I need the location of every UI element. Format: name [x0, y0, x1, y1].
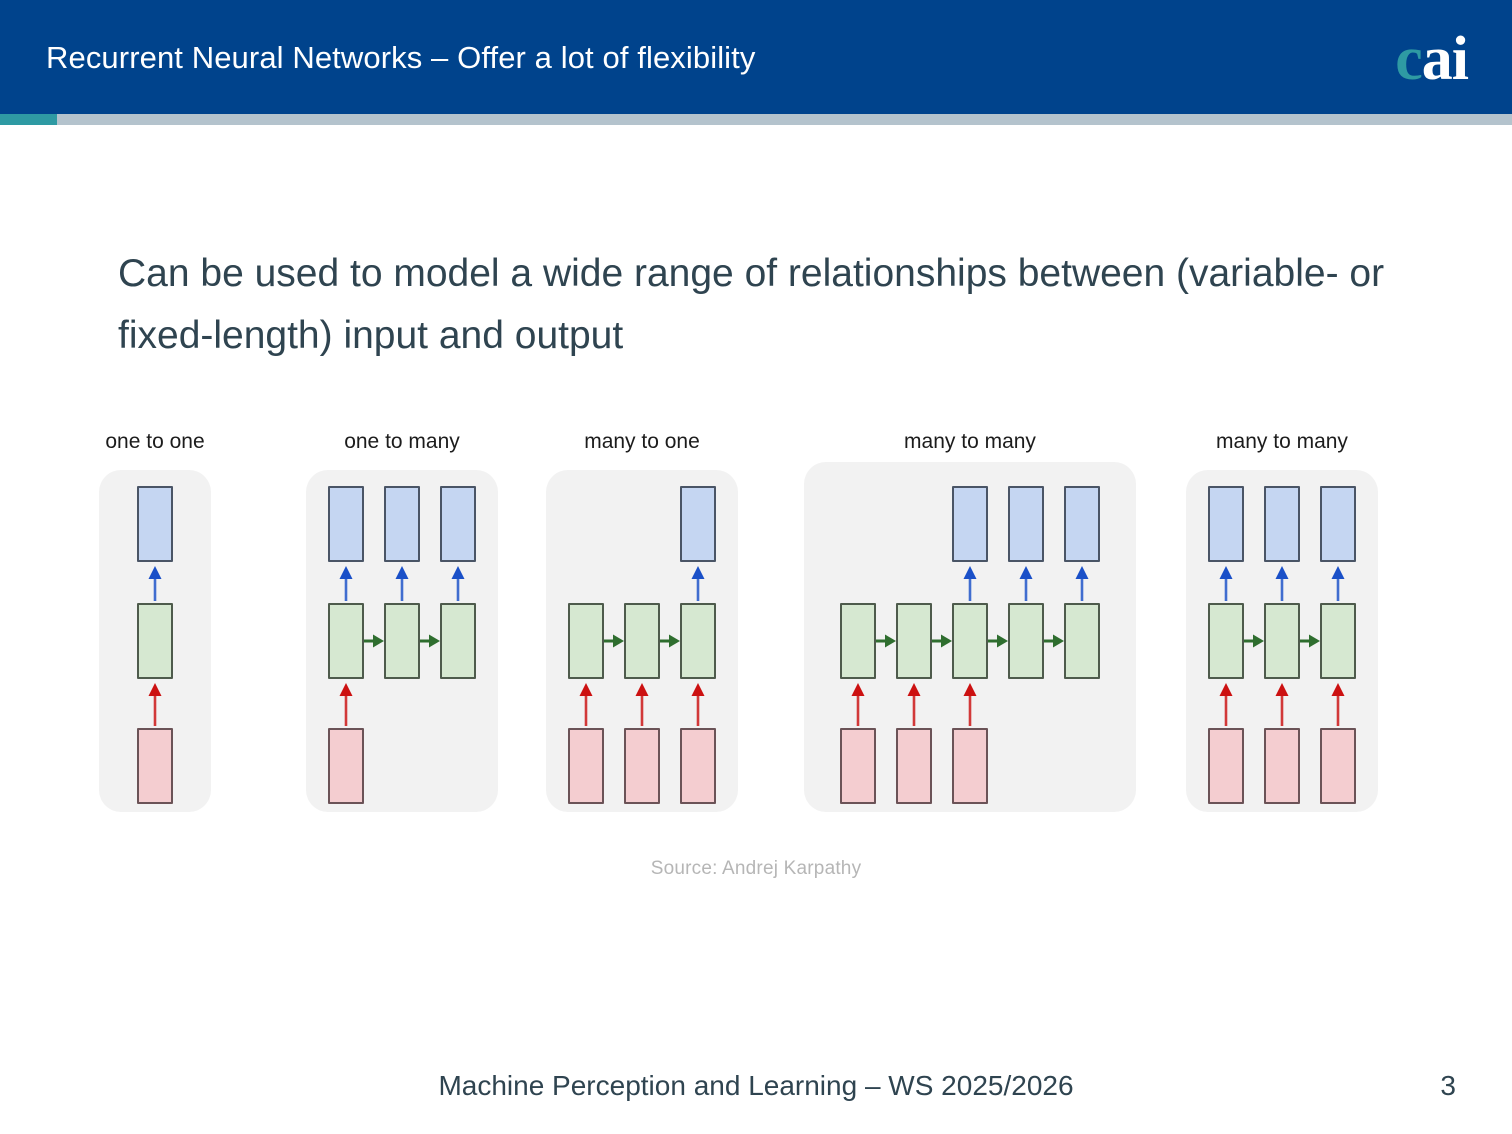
- logo-letter-c: c: [1395, 25, 1423, 93]
- hidden-cell: [896, 603, 932, 679]
- hidden-cell: [840, 603, 876, 679]
- panel-label: many to many: [904, 430, 1036, 453]
- output-cell: [440, 486, 476, 562]
- architecture-panel: many to many: [1186, 415, 1378, 835]
- output-arrow: [1019, 566, 1033, 601]
- input-cell: [624, 728, 660, 804]
- recurrent-arrow: [1244, 634, 1264, 648]
- input-cell: [1320, 728, 1356, 804]
- arrow-layer: [148, 566, 162, 726]
- hidden-cell: [952, 603, 988, 679]
- accent-bar-teal-segment: [0, 114, 57, 125]
- panel-label: one to many: [344, 430, 460, 453]
- input-arrow: [579, 683, 593, 726]
- output-cell: [137, 486, 173, 562]
- recurrent-arrow: [604, 634, 624, 648]
- recurrent-arrow: [876, 634, 896, 648]
- footer-page-number: 3: [1440, 1070, 1456, 1101]
- panel-label: many to many: [1216, 430, 1348, 453]
- input-cell: [1264, 728, 1300, 804]
- output-cell: [1208, 486, 1244, 562]
- footer-course-label: Machine Perception and Learning – WS 202…: [438, 1070, 1074, 1101]
- recurrent-arrow: [660, 634, 680, 648]
- output-arrow: [1219, 566, 1233, 601]
- output-arrow: [148, 566, 162, 601]
- input-cell: [680, 728, 716, 804]
- hidden-cell: [1008, 603, 1044, 679]
- input-arrow: [635, 683, 649, 726]
- output-cell: [328, 486, 364, 562]
- output-arrow: [339, 566, 353, 601]
- output-arrow: [963, 566, 977, 601]
- hidden-cell: [624, 603, 660, 679]
- output-arrow: [395, 566, 409, 601]
- hidden-cell: [1320, 603, 1356, 679]
- recurrent-arrow: [364, 634, 384, 648]
- input-cell: [137, 728, 173, 804]
- source-caption: Source: Andrej Karpathy: [650, 858, 862, 879]
- input-arrow: [907, 683, 921, 726]
- page-title: Recurrent Neural Networks – Offer a lot …: [46, 40, 756, 75]
- input-cell: [896, 728, 932, 804]
- output-arrow: [451, 566, 465, 601]
- hidden-cell: [1208, 603, 1244, 679]
- architecture-panel: many to one: [546, 415, 738, 835]
- output-arrow: [1275, 566, 1289, 601]
- output-cell: [1320, 486, 1356, 562]
- hidden-cell: [137, 603, 173, 679]
- input-arrow: [963, 683, 977, 726]
- panel-label: many to one: [584, 430, 700, 453]
- input-cell: [328, 728, 364, 804]
- output-cell: [1008, 486, 1044, 562]
- arrow-layer: [339, 566, 465, 726]
- input-arrow: [1275, 683, 1289, 726]
- input-arrow: [339, 683, 353, 726]
- input-cell: [568, 728, 604, 804]
- output-cell: [384, 486, 420, 562]
- hidden-cell: [384, 603, 420, 679]
- output-cell: [1264, 486, 1300, 562]
- output-arrow: [1331, 566, 1345, 601]
- arrow-layer: [851, 566, 1089, 726]
- recurrent-arrow: [420, 634, 440, 648]
- body-paragraph: Can be used to model a wide range of rel…: [118, 252, 1385, 357]
- recurrent-arrow: [988, 634, 1008, 648]
- accent-bar: [0, 114, 1512, 125]
- slide-header: Recurrent Neural Networks – Offer a lot …: [0, 0, 1512, 114]
- hidden-cell: [568, 603, 604, 679]
- arrow-layer: [579, 566, 705, 726]
- input-arrow: [691, 683, 705, 726]
- hidden-cell: [680, 603, 716, 679]
- recurrent-arrow: [1044, 634, 1064, 648]
- hidden-cell: [328, 603, 364, 679]
- architecture-panel: one to many: [306, 415, 498, 835]
- recurrent-arrow: [1300, 634, 1320, 648]
- output-cell: [952, 486, 988, 562]
- output-cell: [680, 486, 716, 562]
- input-arrow: [1219, 683, 1233, 726]
- architecture-panel: one to one: [99, 415, 211, 835]
- panel-label: one to one: [105, 430, 205, 453]
- output-cell: [1064, 486, 1100, 562]
- arrow-layer: [1219, 566, 1345, 726]
- logo-letters-ai: ai: [1421, 25, 1469, 93]
- input-cell: [1208, 728, 1244, 804]
- hidden-cell: [1264, 603, 1300, 679]
- input-arrow: [148, 683, 162, 726]
- architecture-panel: many to many: [804, 415, 1136, 835]
- hidden-cell: [1064, 603, 1100, 679]
- input-arrow: [1331, 683, 1345, 726]
- input-arrow: [851, 683, 865, 726]
- rnn-architectures-figure: one to one one to many many to one many to …: [0, 415, 1512, 835]
- input-cell: [952, 728, 988, 804]
- output-arrow: [1075, 566, 1089, 601]
- hidden-cell: [440, 603, 476, 679]
- output-arrow: [691, 566, 705, 601]
- recurrent-arrow: [932, 634, 952, 648]
- input-cell: [840, 728, 876, 804]
- cai-logo: cai: [1395, 25, 1469, 93]
